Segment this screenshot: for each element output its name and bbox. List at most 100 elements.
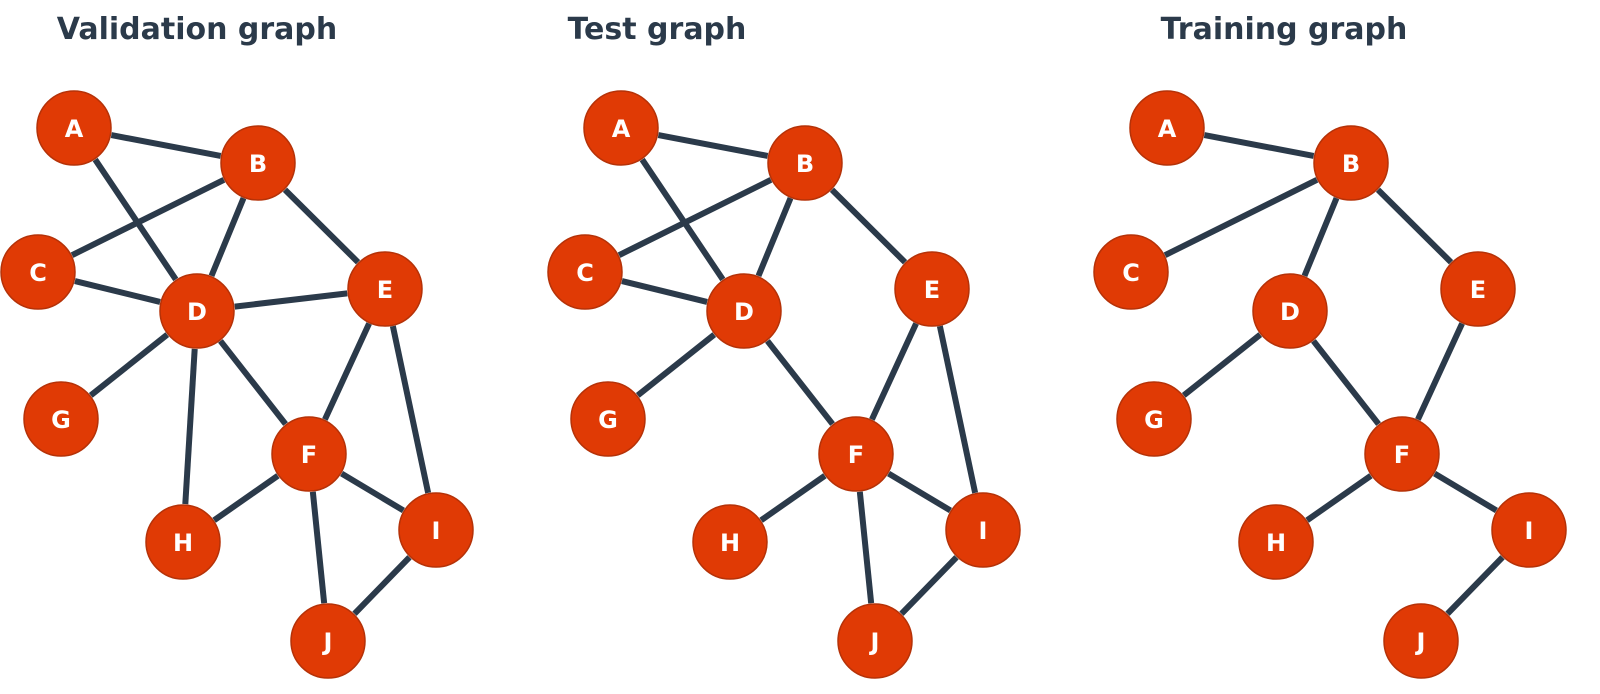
node-A: A	[36, 90, 112, 166]
edge-I-J	[1445, 555, 1505, 616]
edge-E-F	[322, 322, 372, 421]
edge-D-E	[234, 290, 348, 310]
edge-C-D	[621, 278, 708, 305]
node-circle	[159, 273, 235, 349]
node-circle	[767, 125, 843, 201]
node-label: I	[979, 517, 988, 545]
node-F: F	[818, 416, 894, 492]
node-label: A	[1158, 115, 1177, 143]
node-D: D	[706, 273, 782, 349]
node-label: B	[1342, 150, 1360, 178]
node-label: I	[1525, 517, 1534, 545]
node-circle	[398, 492, 474, 568]
node-I: I	[398, 492, 474, 568]
node-circle	[36, 90, 112, 166]
node-circle	[23, 381, 99, 457]
node-label: B	[796, 150, 814, 178]
node-circle	[692, 504, 768, 580]
node-label: B	[249, 150, 267, 178]
node-D: D	[159, 273, 235, 349]
node-A: A	[583, 90, 659, 166]
node-circle	[0, 234, 76, 310]
node-label: G	[1144, 406, 1164, 434]
node-B: B	[767, 125, 843, 201]
edge-E-F	[869, 322, 919, 421]
edge-C-D	[74, 278, 161, 305]
node-label: F	[1394, 441, 1410, 469]
edge-F-H	[1305, 473, 1373, 523]
node-label: J	[869, 628, 880, 656]
node-circle	[1440, 251, 1516, 327]
node-circle	[706, 273, 782, 349]
node-label: E	[377, 276, 393, 304]
node-circle	[570, 381, 646, 457]
edge-B-D	[208, 196, 247, 278]
node-B: B	[220, 125, 296, 201]
node-label: F	[848, 441, 864, 469]
edge-D-G	[635, 332, 717, 398]
node-H: H	[145, 504, 221, 580]
node-circle	[1252, 273, 1328, 349]
node-G: G	[570, 381, 646, 457]
node-label: D	[187, 298, 207, 326]
test-graph-title: Test graph	[567, 12, 747, 47]
edge-D-G	[88, 332, 170, 398]
edge-B-C	[70, 177, 226, 258]
edge-F-I	[1433, 470, 1498, 514]
node-label: A	[65, 115, 84, 143]
node-label: G	[51, 406, 71, 434]
node-label: E	[924, 276, 940, 304]
node-label: E	[1470, 276, 1486, 304]
node-circle	[818, 416, 894, 492]
node-circle	[547, 234, 623, 310]
node-I: I	[1491, 492, 1567, 568]
node-C: C	[547, 234, 623, 310]
node-label: C	[1122, 259, 1140, 287]
edge-B-E	[1375, 187, 1454, 265]
node-circle	[583, 90, 659, 166]
edge-B-E	[829, 187, 908, 265]
node-J: J	[837, 603, 913, 679]
edge-E-I	[389, 325, 432, 494]
node-A: A	[1129, 90, 1205, 166]
node-J: J	[290, 603, 366, 679]
node-G: G	[23, 381, 99, 457]
node-label: H	[1266, 529, 1286, 557]
edge-F-J	[856, 491, 875, 604]
node-E: E	[894, 251, 970, 327]
edge-F-I	[340, 470, 405, 514]
node-circle	[894, 251, 970, 327]
edge-A-B	[110, 132, 222, 159]
edge-F-J	[309, 491, 328, 604]
node-circle	[145, 504, 221, 580]
edge-B-D	[1301, 196, 1340, 278]
node-H: H	[692, 504, 768, 580]
node-label: D	[1280, 298, 1300, 326]
node-circle	[220, 125, 296, 201]
node-C: C	[1093, 234, 1169, 310]
node-circle	[1491, 492, 1567, 568]
node-circle	[271, 416, 347, 492]
node-label: C	[29, 259, 47, 287]
edge-D-F	[765, 339, 835, 426]
node-label: J	[1415, 628, 1426, 656]
node-D: D	[1252, 273, 1328, 349]
edge-D-F	[1311, 339, 1381, 426]
node-circle	[1129, 90, 1205, 166]
test-graph: A B C D E F GH I J	[547, 90, 1021, 679]
edge-D-G	[1181, 332, 1263, 398]
edge-F-I	[887, 470, 952, 514]
node-C: C	[0, 234, 76, 310]
node-label: I	[432, 517, 441, 545]
edge-F-H	[759, 473, 827, 523]
node-H: H	[1238, 504, 1314, 580]
edge-I-J	[899, 555, 959, 616]
edge-A-D	[639, 157, 726, 282]
validation-graph-title: Validation graph	[56, 12, 338, 47]
node-circle	[1383, 603, 1459, 679]
node-circle	[1093, 234, 1169, 310]
edge-E-F	[1415, 322, 1465, 421]
edge-A-B	[1203, 132, 1315, 159]
